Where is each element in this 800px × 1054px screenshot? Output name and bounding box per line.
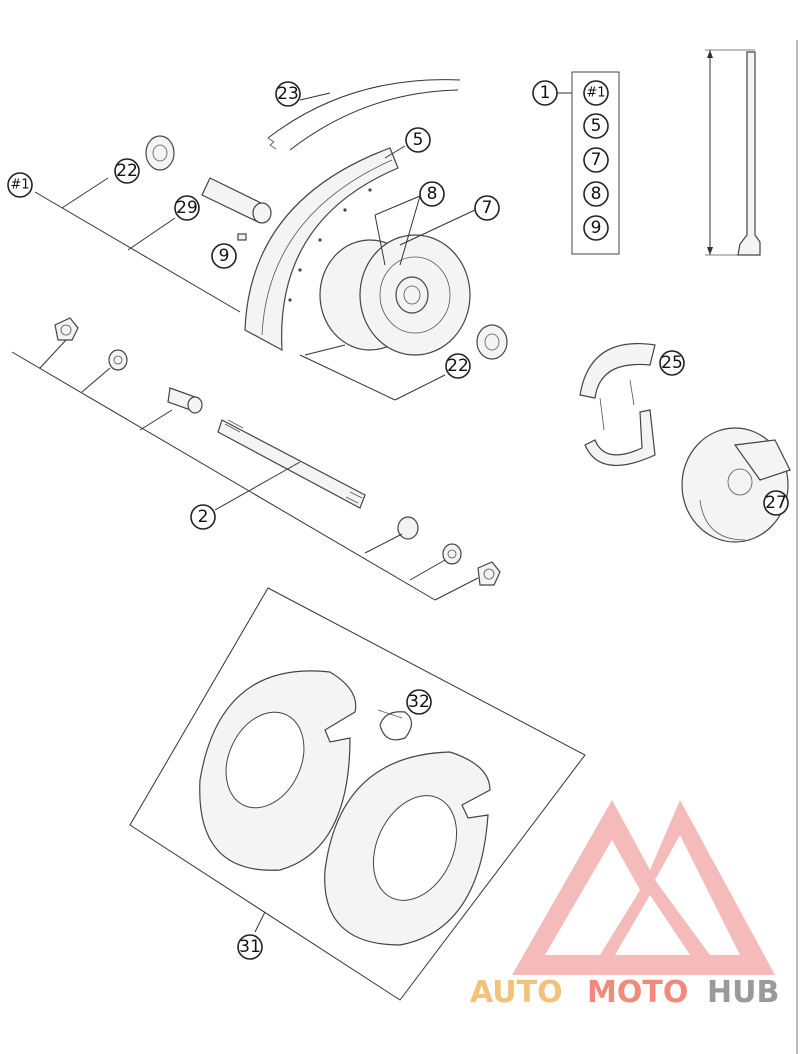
- spacer-sleeve: [201, 177, 272, 224]
- callout-9: 9: [211, 243, 237, 269]
- svg-text:#1: #1: [586, 86, 605, 101]
- svg-text:HUB: HUB: [707, 975, 779, 1010]
- svg-text:31: 31: [239, 937, 261, 957]
- svg-text:22: 22: [447, 356, 469, 376]
- gasket-sheet: [129, 587, 586, 1001]
- callout-32: 32: [406, 689, 432, 715]
- kit-item-hash1: #1: [583, 80, 609, 106]
- small-screw: [237, 233, 247, 241]
- washer-left: [108, 349, 128, 371]
- callout-23: 23: [275, 81, 301, 107]
- kit-item-8: 8: [583, 181, 609, 207]
- svg-text:29: 29: [176, 198, 198, 218]
- callout-25: 25: [659, 350, 685, 376]
- spoke-set: [267, 79, 461, 151]
- kit-item-5: 5: [583, 113, 609, 139]
- callout-1: 1: [532, 80, 558, 106]
- svg-text:22: 22: [116, 161, 138, 181]
- callout-22-top: 22: [114, 158, 140, 184]
- axle: [217, 419, 366, 509]
- spacer-right: [397, 516, 419, 540]
- bearing-top: [145, 135, 175, 171]
- svg-text:32: 32: [408, 692, 430, 712]
- svg-text:27: 27: [765, 493, 787, 513]
- svg-text:8: 8: [591, 184, 602, 204]
- leader-lines: [11, 92, 479, 933]
- svg-text:23: 23: [277, 84, 299, 104]
- callout-2: 2: [190, 504, 216, 530]
- callout-8: 8: [419, 181, 445, 207]
- callout-hash1-left: #1: [7, 172, 33, 198]
- brake-shoes: [579, 343, 656, 466]
- kit-item-7: 7: [583, 147, 609, 173]
- axle-nut-left: [54, 317, 79, 341]
- automotohub-wordmark: AUTO MOTO HUB: [470, 975, 779, 1010]
- svg-text:8: 8: [427, 184, 438, 204]
- svg-text:9: 9: [219, 246, 230, 266]
- callout-31: 31: [237, 934, 263, 960]
- svg-text:5: 5: [591, 116, 602, 136]
- callout-22-right: 22: [445, 353, 471, 379]
- svg-text:MOTO: MOTO: [587, 975, 688, 1010]
- svg-text:2: 2: [198, 507, 209, 527]
- axle-nut-right: [477, 561, 501, 586]
- bearing-right: [476, 324, 508, 360]
- rim: [244, 147, 399, 352]
- automotohub-logo: [512, 800, 775, 975]
- callout-7: 7: [474, 195, 500, 221]
- tire-valve: [705, 49, 761, 256]
- svg-text:1: 1: [540, 83, 551, 103]
- callout-27: 27: [763, 490, 789, 516]
- kit-item-9: 9: [583, 215, 609, 241]
- svg-text:25: 25: [661, 353, 683, 373]
- washer-right: [442, 543, 462, 565]
- callout-5: 5: [405, 127, 431, 153]
- kit-box: [571, 71, 620, 255]
- wheel-hub: [319, 234, 471, 356]
- svg-text:#1: #1: [10, 178, 29, 193]
- svg-text:7: 7: [482, 198, 493, 218]
- svg-text:9: 9: [591, 218, 602, 238]
- svg-text:5: 5: [413, 130, 424, 150]
- svg-text:7: 7: [591, 150, 602, 170]
- svg-text:AUTO: AUTO: [470, 975, 563, 1010]
- spacer-left: [167, 387, 203, 414]
- brake-anchor-plate: [681, 427, 791, 543]
- callout-29: 29: [174, 195, 200, 221]
